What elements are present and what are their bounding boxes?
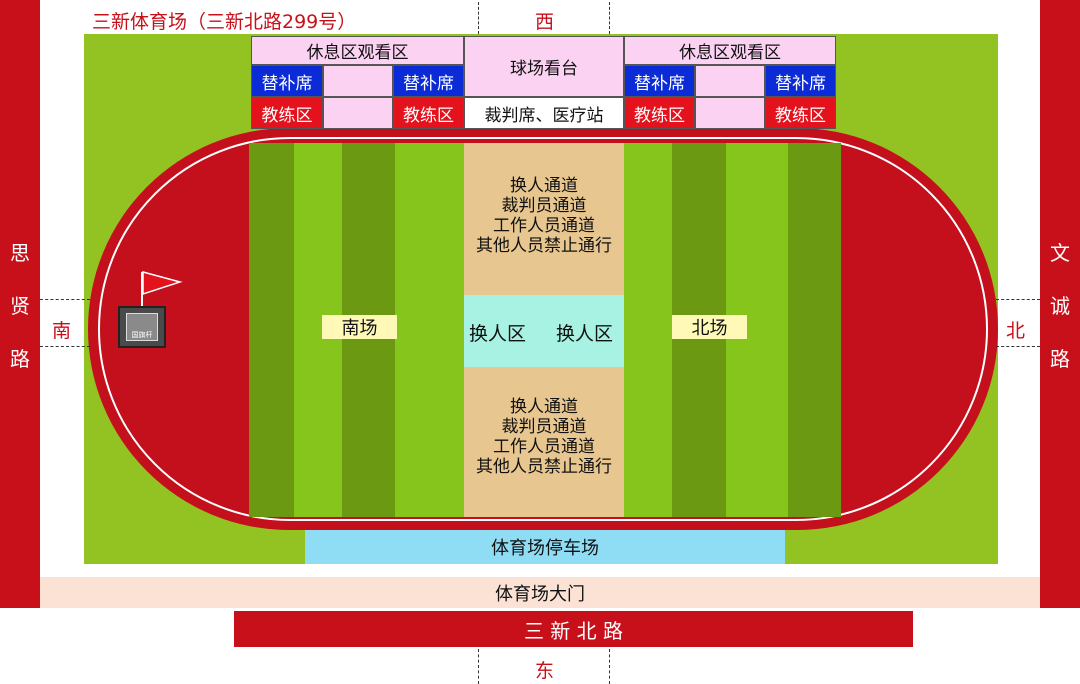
road-right-char: 诚 <box>1050 293 1070 318</box>
bench-right-2: 替补席 <box>765 65 836 97</box>
sub-zone-left: 换人区 <box>469 323 527 345</box>
north-field-label: 北场 <box>672 315 747 339</box>
direction-west: 西 <box>535 11 555 33</box>
road-right: 文 诚 路 <box>1040 0 1080 608</box>
viewing-area-left: 休息区观看区 <box>251 36 464 65</box>
stand-blank <box>323 65 393 97</box>
bench-left-1: 替补席 <box>251 65 323 97</box>
corridor-line: 其他人员禁止通行 <box>476 457 612 477</box>
main-stand: 球场看台 <box>464 36 624 97</box>
sub-zone-right: 换人区 <box>556 323 614 345</box>
corridor-line: 换人通道 <box>510 176 578 196</box>
coach-area-right-1: 教练区 <box>624 97 695 129</box>
road-right-char: 文 <box>1050 240 1070 265</box>
corridor-notice-bottom: 换人通道 裁判员通道 工作人员通道 其他人员禁止通行 <box>464 397 624 477</box>
direction-south: 南 <box>52 320 72 342</box>
page-title: 三新体育场（三新北路299号） <box>92 11 357 33</box>
direction-north: 北 <box>1006 320 1026 342</box>
corridor-line: 工作人员通道 <box>493 216 595 236</box>
road-left-char: 路 <box>10 346 30 371</box>
road-left-char: 贤 <box>10 293 30 318</box>
west-dash-left <box>478 2 479 34</box>
north-dash-top <box>996 299 1040 300</box>
corridor-line: 裁判员通道 <box>501 417 587 437</box>
coach-area-left-2: 教练区 <box>393 97 464 129</box>
stand-blank <box>695 97 765 129</box>
corridor-line: 换人通道 <box>510 397 578 417</box>
track-lane-line <box>98 137 988 521</box>
west-dash-right <box>609 2 610 34</box>
corridor-line: 工作人员通道 <box>493 437 595 457</box>
north-dash-bottom <box>996 346 1040 347</box>
flagpole-caption: 国旗杆 <box>131 331 153 339</box>
substitution-zone <box>464 295 624 367</box>
stand-blank <box>323 97 393 129</box>
corridor-line: 其他人员禁止通行 <box>476 236 612 256</box>
stand-blank <box>695 65 765 97</box>
east-dash-right <box>609 649 610 684</box>
south-dash-bottom <box>40 346 90 347</box>
corridor-line: 裁判员通道 <box>501 196 587 216</box>
parking-lot: 体育场停车场 <box>305 530 785 564</box>
corridor-notice-top: 换人通道 裁判员通道 工作人员通道 其他人员禁止通行 <box>464 176 624 256</box>
coach-area-left-1: 教练区 <box>251 97 323 129</box>
bench-right-1: 替补席 <box>624 65 695 97</box>
stadium-gate: 体育场大门 <box>40 577 1040 608</box>
direction-east: 东 <box>535 660 555 682</box>
referee-medical-station: 裁判席、医疗站 <box>464 97 624 129</box>
viewing-area-right: 休息区观看区 <box>624 36 836 65</box>
coach-area-right-2: 教练区 <box>765 97 836 129</box>
east-dash-left <box>478 649 479 684</box>
south-dash-top <box>40 299 90 300</box>
road-bottom: 三 新 北 路 <box>234 611 913 647</box>
flagpole-base-inner: 国旗杆 <box>126 313 158 341</box>
road-right-char: 路 <box>1050 346 1070 371</box>
road-left: 思 贤 路 <box>0 0 40 608</box>
road-left-char: 思 <box>10 240 30 265</box>
bench-left-2: 替补席 <box>393 65 464 97</box>
south-field-label: 南场 <box>322 315 397 339</box>
